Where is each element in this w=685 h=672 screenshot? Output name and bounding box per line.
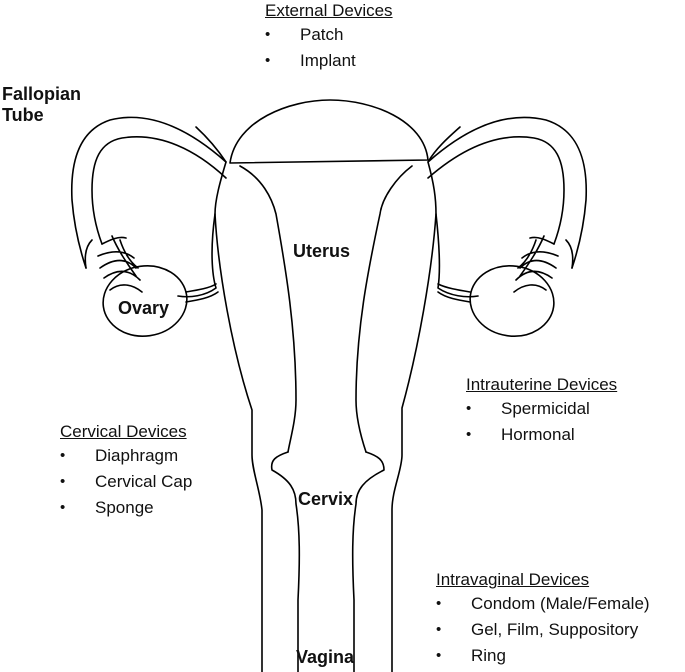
right-fallopian-tube [427, 116, 588, 298]
fallopian-tube-label: Fallopian Tube [2, 84, 82, 125]
uterine-fundus [229, 99, 429, 164]
right-fimbriae [513, 235, 574, 293]
cervical-devices-list: • Diaphragm • Cervical Cap • Sponge [60, 443, 192, 521]
list-item: • Diaphragm [60, 443, 192, 469]
device-name: Hormonal [501, 425, 575, 444]
device-name: Diaphragm [95, 446, 179, 465]
external-devices-list: • Patch • Implant [265, 22, 393, 74]
device-name: Implant [300, 51, 356, 70]
cervix-outline [270, 451, 385, 672]
right-ovary [469, 265, 555, 337]
bullet: • [265, 52, 271, 69]
list-item: • Condom (Male/Female) [436, 591, 650, 617]
bullet: • [60, 447, 66, 464]
device-name: Gel, Film, Suppository [471, 620, 639, 639]
bullet: • [466, 400, 472, 417]
right-ovarian-ligament [437, 283, 471, 303]
intravaginal-devices-group: Intravaginal Devices • Condom (Male/Fema… [436, 569, 650, 669]
list-item: • Gel, Film, Suppository [436, 617, 650, 643]
device-name: Condom (Male/Female) [471, 594, 650, 613]
list-item: • Spermicidal [466, 396, 617, 422]
external-devices-group: External Devices • Patch • Implant [265, 0, 393, 74]
uterus-label: Uterus [293, 241, 351, 261]
list-item: • Sponge [60, 495, 192, 521]
device-name: Spermicidal [501, 399, 590, 418]
list-item: • Cervical Cap [60, 469, 192, 495]
bullet: • [60, 473, 66, 490]
bullet: • [436, 595, 442, 612]
intravaginal-devices-heading: Intravaginal Devices [436, 570, 590, 589]
intrauterine-devices-heading: Intrauterine Devices [466, 375, 618, 394]
device-name: Ring [471, 646, 506, 665]
intravaginal-devices-list: • Condom (Male/Female) • Gel, Film, Supp… [436, 591, 650, 669]
list-item: • Implant [265, 48, 393, 74]
external-devices-heading: External Devices [265, 1, 393, 20]
bullet: • [265, 26, 271, 43]
cervical-devices-heading: Cervical Devices [60, 422, 187, 441]
cervical-devices-group: Cervical Devices • Diaphragm • Cervical … [60, 421, 192, 521]
uterine-cavity [239, 165, 413, 453]
cervix-label: Cervix [298, 489, 354, 509]
intrauterine-devices-group: Intrauterine Devices • Spermicidal • Hor… [466, 374, 617, 448]
device-name: Cervical Cap [95, 472, 193, 491]
list-item: • Patch [265, 22, 393, 48]
list-item: • Ring [436, 643, 650, 669]
left-fallopian-tube [70, 116, 227, 298]
list-item: • Hormonal [466, 422, 617, 448]
left-ovarian-ligament [185, 283, 219, 303]
vagina-label: Vagina [296, 647, 355, 667]
bullet: • [436, 647, 442, 664]
uterus-outer-outline [195, 126, 461, 672]
bullet: • [60, 499, 66, 516]
intrauterine-devices-list: • Spermicidal • Hormonal [466, 396, 617, 448]
bullet: • [466, 426, 472, 443]
ovary-label: Ovary [118, 298, 170, 318]
left-fimbriae [84, 235, 143, 293]
device-name: Sponge [95, 498, 154, 517]
left-ovary [102, 265, 188, 337]
device-name: Patch [300, 25, 344, 44]
bullet: • [436, 621, 442, 638]
